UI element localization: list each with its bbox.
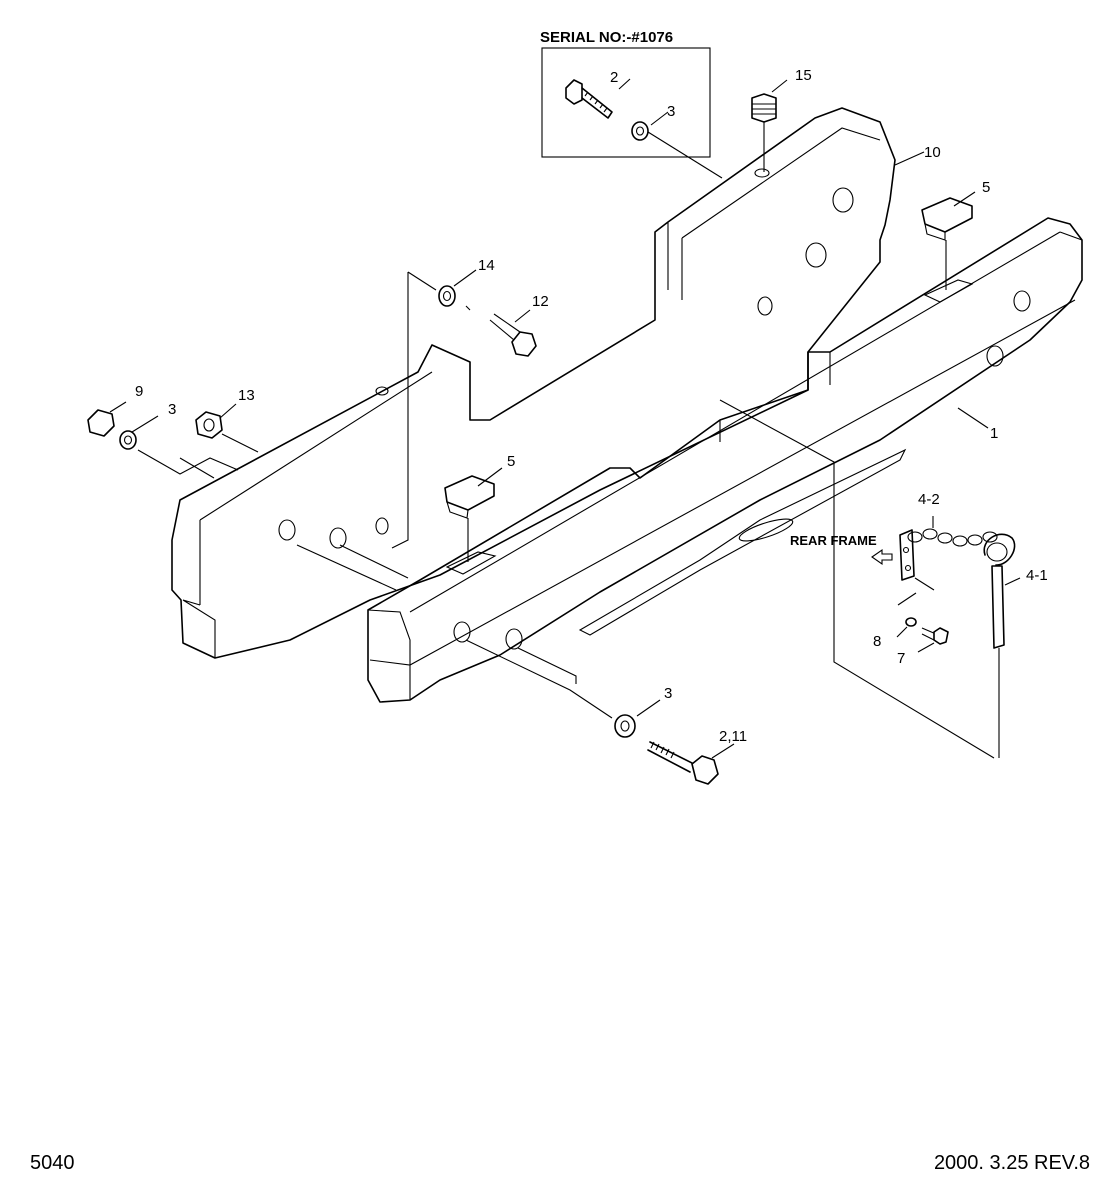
counterweight-part-10 — [171, 107, 896, 659]
callout-3-left: 3 — [168, 401, 176, 418]
bolt-part-2-11 — [647, 741, 719, 785]
callout-1: 1 — [990, 425, 998, 442]
serial-box-frame — [541, 47, 711, 158]
washer-part-3-bottom — [614, 714, 636, 738]
callout-5-left: 5 — [507, 453, 515, 470]
bolt-part-12 — [465, 305, 537, 357]
callout-4-1: 4-1 — [1026, 567, 1048, 584]
bolt-icon — [565, 79, 613, 119]
callout-8: 8 — [873, 633, 881, 650]
callout-10: 10 — [924, 144, 941, 161]
callout-7: 7 — [897, 650, 905, 667]
pin-assembly-part-4 — [871, 528, 1016, 758]
washer-part-8 — [905, 617, 917, 627]
plug-part-5-right — [921, 197, 973, 290]
serial-number-box: SERIAL NO:-#1076 — [540, 29, 711, 158]
rear-frame-arrow-icon — [871, 548, 893, 566]
plug-part-15 — [751, 93, 777, 172]
callout-3-top: 3 — [667, 103, 675, 120]
callout-labels: 2 3 15 10 5 14 12 9 3 13 5 1 4-2 4-1 8 7… — [135, 67, 1048, 745]
callout-5-right: 5 — [982, 179, 990, 196]
counterweight-part-1 — [367, 217, 1083, 703]
washer-icon — [631, 121, 649, 141]
plug-part-5-left — [444, 475, 495, 562]
callout-14: 14 — [478, 257, 495, 274]
callout-9: 9 — [135, 383, 143, 400]
callout-13: 13 — [238, 387, 255, 404]
washer-part-3-left — [119, 430, 137, 450]
nut-part-13 — [195, 411, 223, 439]
callout-2-top: 2 — [610, 69, 618, 86]
revision-date: 2000. 3.25 REV.8 — [933, 1152, 1090, 1174]
nut-part-9 — [87, 409, 115, 437]
chain-icon — [907, 528, 998, 547]
callout-3-bottom: 3 — [664, 685, 672, 702]
washer-part-14 — [438, 285, 456, 307]
page-code: 5040 — [30, 1152, 75, 1174]
leader-lines — [109, 79, 1021, 759]
callout-4-2: 4-2 — [918, 491, 940, 508]
bolt-part-7 — [921, 627, 949, 645]
callout-2-11: 2,11 — [719, 728, 747, 745]
serial-number-title: SERIAL NO:-#1076 — [540, 29, 673, 46]
callout-15: 15 — [795, 67, 812, 84]
rear-frame-label: REAR FRAME — [790, 533, 877, 548]
callout-12: 12 — [532, 293, 549, 310]
